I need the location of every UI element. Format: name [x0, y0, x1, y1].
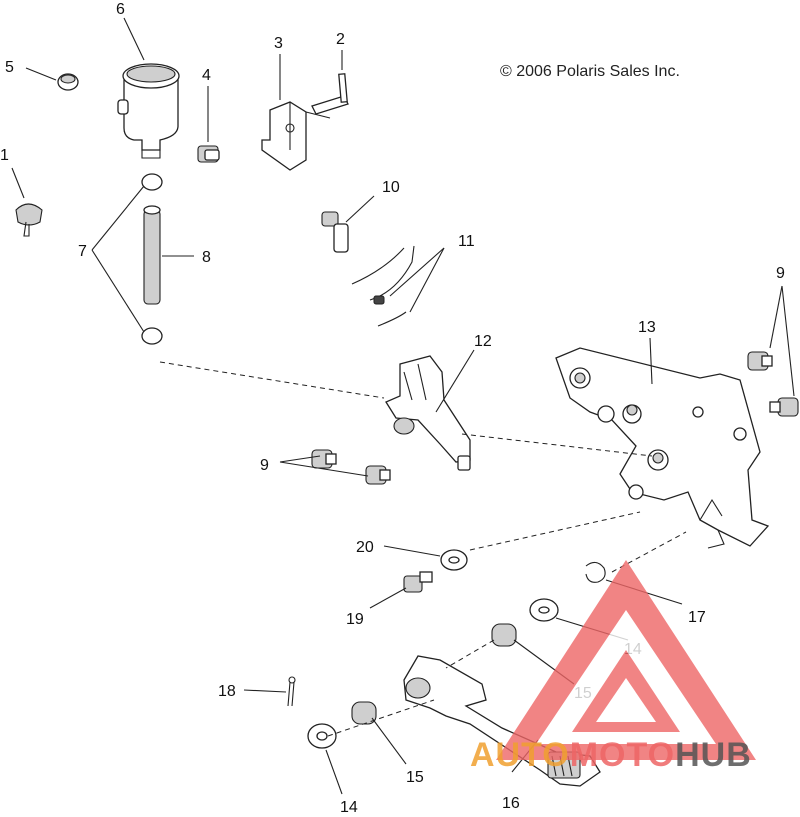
svg-text:AUTOMOTOHUB: AUTOMOTOHUB	[470, 736, 752, 774]
callout-6: 6	[116, 1, 125, 18]
callout-5: 5	[5, 59, 14, 76]
callout-17: 17	[688, 609, 706, 626]
copyright-text: © 2006 Polaris Sales Inc.	[500, 63, 680, 80]
callout-15-lower: 15	[406, 769, 424, 786]
part-10-fitting	[321, 211, 349, 253]
part-3-bracket	[261, 101, 331, 171]
part-11-cable	[351, 245, 415, 327]
part-17-clip	[585, 561, 606, 583]
part-5-plug	[57, 73, 79, 91]
callout-3: 3	[274, 35, 283, 52]
part-12-master-cylinder	[385, 355, 471, 471]
part-1-clamp	[15, 203, 43, 237]
watermark-logo	[496, 560, 756, 760]
part-8-hose	[143, 205, 161, 305]
callout-13: 13	[638, 319, 656, 336]
watermark-auto: AUTO	[470, 736, 570, 774]
part-7-clamp-top	[141, 173, 163, 191]
callout-18: 18	[218, 683, 236, 700]
part-7-clamp-bottom	[141, 327, 163, 345]
assembly-dashed-lines	[159, 361, 687, 737]
part-9-bolt-left-1	[311, 449, 337, 469]
part-4-bolt	[197, 145, 220, 163]
part-9-bolt-left-2	[365, 465, 391, 485]
part-14-washer-upper	[529, 598, 559, 622]
callout-11: 11	[458, 233, 475, 250]
callout-9-right: 9	[776, 265, 785, 282]
callout-9-left: 9	[260, 457, 269, 474]
part-9-bolt-right-1	[747, 351, 773, 371]
part-19-bolt	[403, 571, 433, 593]
watermark-wordmark: AUTOMOTOHUB	[470, 736, 752, 774]
part-13-bracket-plate	[555, 347, 770, 549]
part-20-washer	[440, 549, 468, 571]
callout-7: 7	[78, 243, 87, 260]
part-6-reservoir	[117, 63, 180, 159]
callout-19: 19	[346, 611, 364, 628]
part-2-bolt	[311, 73, 349, 115]
callout-10: 10	[382, 179, 400, 196]
watermark-hub: HUB	[675, 736, 752, 774]
part-18-cotter-pin	[287, 676, 296, 707]
callout-20: 20	[356, 539, 374, 556]
callout-1: 1	[0, 147, 9, 164]
part-14-washer-lower	[307, 723, 337, 749]
callout-12: 12	[474, 333, 492, 350]
callout-16: 16	[502, 795, 520, 812]
part-15-bushing-upper	[491, 623, 517, 647]
callout-2: 2	[336, 31, 345, 48]
callout-8: 8	[202, 249, 211, 266]
callout-14-lower: 14	[340, 799, 358, 816]
callout-4: 4	[202, 67, 211, 84]
watermark-moto: MOTO	[570, 736, 675, 774]
part-9-bolt-right-2	[769, 397, 799, 417]
